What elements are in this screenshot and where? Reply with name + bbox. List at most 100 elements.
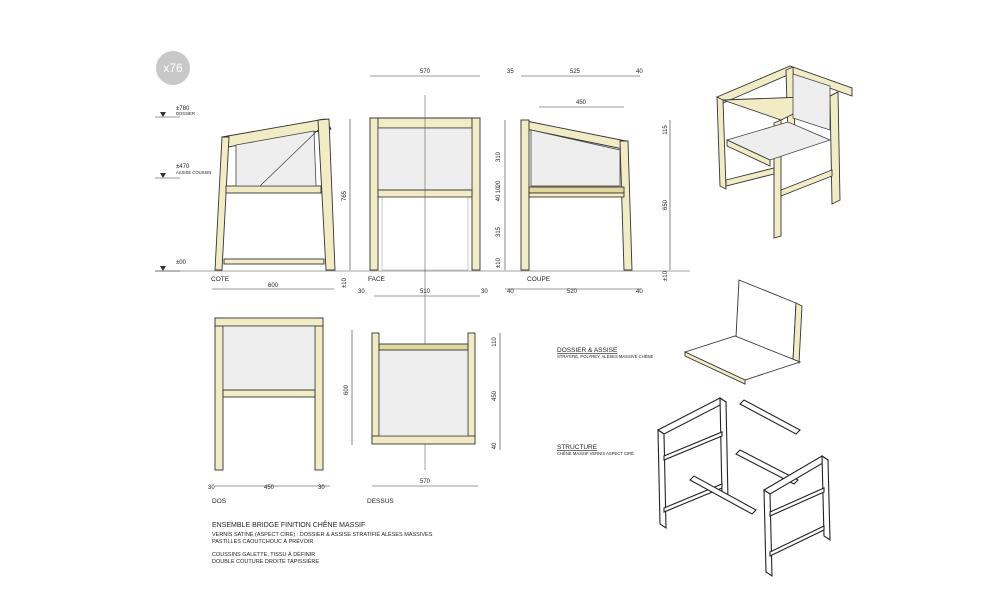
section-view: 35 525 40 450 310 20 10 40 315 ±10 115 6…: [496, 69, 671, 295]
iso-seat: [725, 121, 832, 161]
struct-rail-b: [735, 449, 799, 485]
exploded-backrest-edge: [792, 302, 803, 364]
dessus-right-1: 110: [492, 337, 498, 347]
view-label-dos: DOS: [212, 498, 227, 505]
struct-right-front-leg: [763, 488, 773, 578]
view-label-face: FACE: [368, 276, 386, 283]
top-left-arm: [371, 332, 380, 444]
struct-rail-a: [739, 399, 801, 435]
dos-bottom-2: 450: [264, 485, 275, 491]
side-back-line: [259, 129, 319, 187]
exploded-seat-edge: [684, 351, 746, 385]
coupe-bottom-3: 40: [636, 289, 643, 295]
side-front-leg: [214, 136, 230, 271]
cote-foot-value: ±10: [342, 277, 348, 288]
back-backrest: [222, 325, 316, 391]
level-label-dossier: DOSSIER: [176, 111, 195, 116]
face-width-value: 570: [420, 69, 431, 75]
struct-right-top: [762, 455, 830, 495]
struct-right-mid-rail: [769, 487, 825, 517]
struct-right-back-leg: [821, 454, 831, 542]
dessus-right-2: 450: [492, 390, 498, 401]
cote-width-value: 600: [268, 283, 279, 289]
badge-circle: [156, 51, 190, 85]
coupe-right-3: ±10: [663, 270, 669, 281]
struct-left-front-leg: [657, 428, 667, 530]
coupe-top-2: 525: [570, 69, 581, 75]
section-seat-rail: [528, 192, 625, 198]
notes-line-1: VERNIS SATINÉ (ASPECT CIRÉ) : DOSSIER & …: [212, 531, 433, 538]
top-back-rail: [378, 343, 469, 351]
level-label-assise: ASSISE COUSSIN: [176, 170, 211, 175]
coupe-right-1: 115: [663, 125, 669, 135]
struct-rail-c: [689, 475, 757, 515]
iso-seat-edge: [726, 139, 771, 167]
section-front-leg: [619, 140, 633, 271]
coupe-bottom-2: 520: [567, 289, 578, 295]
notes-line-2: PASTILLES CAOUTCHOUC À PRÉVOIR: [212, 538, 313, 545]
dessus-top-1: 30: [358, 289, 365, 295]
top-front-rail: [371, 435, 476, 445]
dessus-depth-value: 600: [344, 384, 350, 395]
section-back-leg: [520, 119, 530, 271]
coupe-left-3: 10: [496, 186, 502, 193]
coupe-inner-value: 450: [576, 100, 587, 106]
back-top-rail: [214, 317, 324, 327]
view-label-dessus: DESSUS: [367, 498, 394, 505]
level-value-assise: ±470: [176, 164, 190, 170]
coupe-top-1: 35: [507, 69, 514, 75]
notes-line-4: DOUBLE COUTURE DROITE TAPISSIÈRE: [212, 558, 319, 565]
view-label-coupe: COUPE: [527, 276, 551, 283]
coupe-bottom-1: 40: [507, 289, 514, 295]
iso-lower-rail: [725, 167, 775, 187]
struct-left-low-rail: [663, 483, 723, 513]
quantity-badge: x76: [156, 51, 190, 85]
coupe-left-1: 310: [496, 151, 502, 162]
exploded-seat-back: DOSSIER & ASSISE STRATIFIÉ, POLYREY, ALÈ…: [557, 279, 803, 385]
notes-title: ENSEMBLE BRIDGE FINITION CHÊNE MASSIF: [212, 520, 365, 529]
back-seat-rail: [222, 389, 316, 398]
level-markers: ±780 DOSSIER ±470 ASSISE COUSSIN ±00: [155, 106, 211, 272]
coupe-left-2: 20: [496, 180, 502, 187]
part-desc-dossier: STRATIFIÉ, POLYREY, ALÈSES MASSIVE CHÊNE: [557, 354, 654, 359]
part-title-dossier: DOSSIER & ASSISE: [557, 347, 618, 354]
back-view: 30 450 30 DOS: [208, 317, 330, 505]
dessus-bottom-value: 570: [420, 479, 431, 485]
dos-bottom-1: 30: [208, 485, 215, 491]
side-view: COTE 600 765 ±10: [211, 118, 351, 290]
side-seat-rail: [225, 185, 322, 194]
dessus-right-3: 40: [492, 442, 498, 449]
back-left-leg: [214, 317, 224, 471]
top-right-arm: [467, 332, 476, 444]
front-left-leg: [369, 117, 379, 271]
coupe-left-5: 315: [496, 226, 502, 237]
front-right-leg: [471, 117, 481, 271]
badge-text: x76: [163, 61, 183, 75]
level-arrow-dossier: [160, 112, 166, 117]
cote-height-value: 765: [342, 190, 348, 201]
side-bottom-rail: [223, 258, 325, 265]
dos-bottom-3: 30: [318, 485, 325, 491]
iso-back-right-leg: [829, 91, 841, 205]
iso-backrest: [792, 73, 831, 131]
part-desc-structure: CHÊNE MASSIF VERNIS ASPECT CIRÉ: [557, 451, 634, 456]
level-arrow-assise: [160, 173, 166, 178]
iso-side-rail: [780, 169, 833, 197]
part-title-structure: STRUCTURE: [557, 444, 598, 451]
dessus-top-2: 510: [420, 289, 431, 295]
iso-front-left-leg: [716, 96, 727, 190]
section-seat-board: [528, 186, 625, 194]
isometric-chair: [716, 65, 853, 239]
struct-left-top: [656, 397, 728, 435]
coupe-top-3: 40: [636, 69, 643, 75]
side-back-leg: [317, 118, 336, 271]
view-label-cote: COTE: [211, 276, 230, 283]
level-value-floor: ±00: [176, 260, 187, 266]
top-seat: [378, 349, 469, 437]
level-arrow-floor: [160, 266, 166, 271]
coupe-left-6: ±10: [496, 257, 502, 268]
top-view: 30 510 30 110 450 40 600 570 DESSUS: [344, 289, 501, 505]
struct-right-low-rail: [769, 525, 825, 557]
back-right-leg: [314, 317, 324, 471]
